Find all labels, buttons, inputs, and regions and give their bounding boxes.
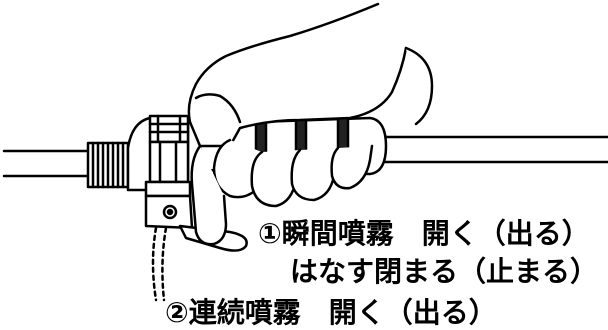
trigger-block bbox=[144, 194, 194, 230]
right-pipe bbox=[373, 135, 608, 164]
continuous-spray-label: ②連続噴霧 開く（出る） bbox=[165, 296, 497, 329]
nozzle-nut bbox=[86, 141, 130, 189]
instant-spray-label: ①瞬間噴霧 開く（出る） bbox=[258, 217, 590, 250]
continuous-lock-lever bbox=[151, 226, 168, 302]
valve-body bbox=[126, 114, 192, 198]
left-pipe bbox=[2, 149, 92, 178]
hand-illustration bbox=[187, 2, 434, 246]
release-close-label: はなす閉まる（止まる） bbox=[290, 255, 599, 288]
